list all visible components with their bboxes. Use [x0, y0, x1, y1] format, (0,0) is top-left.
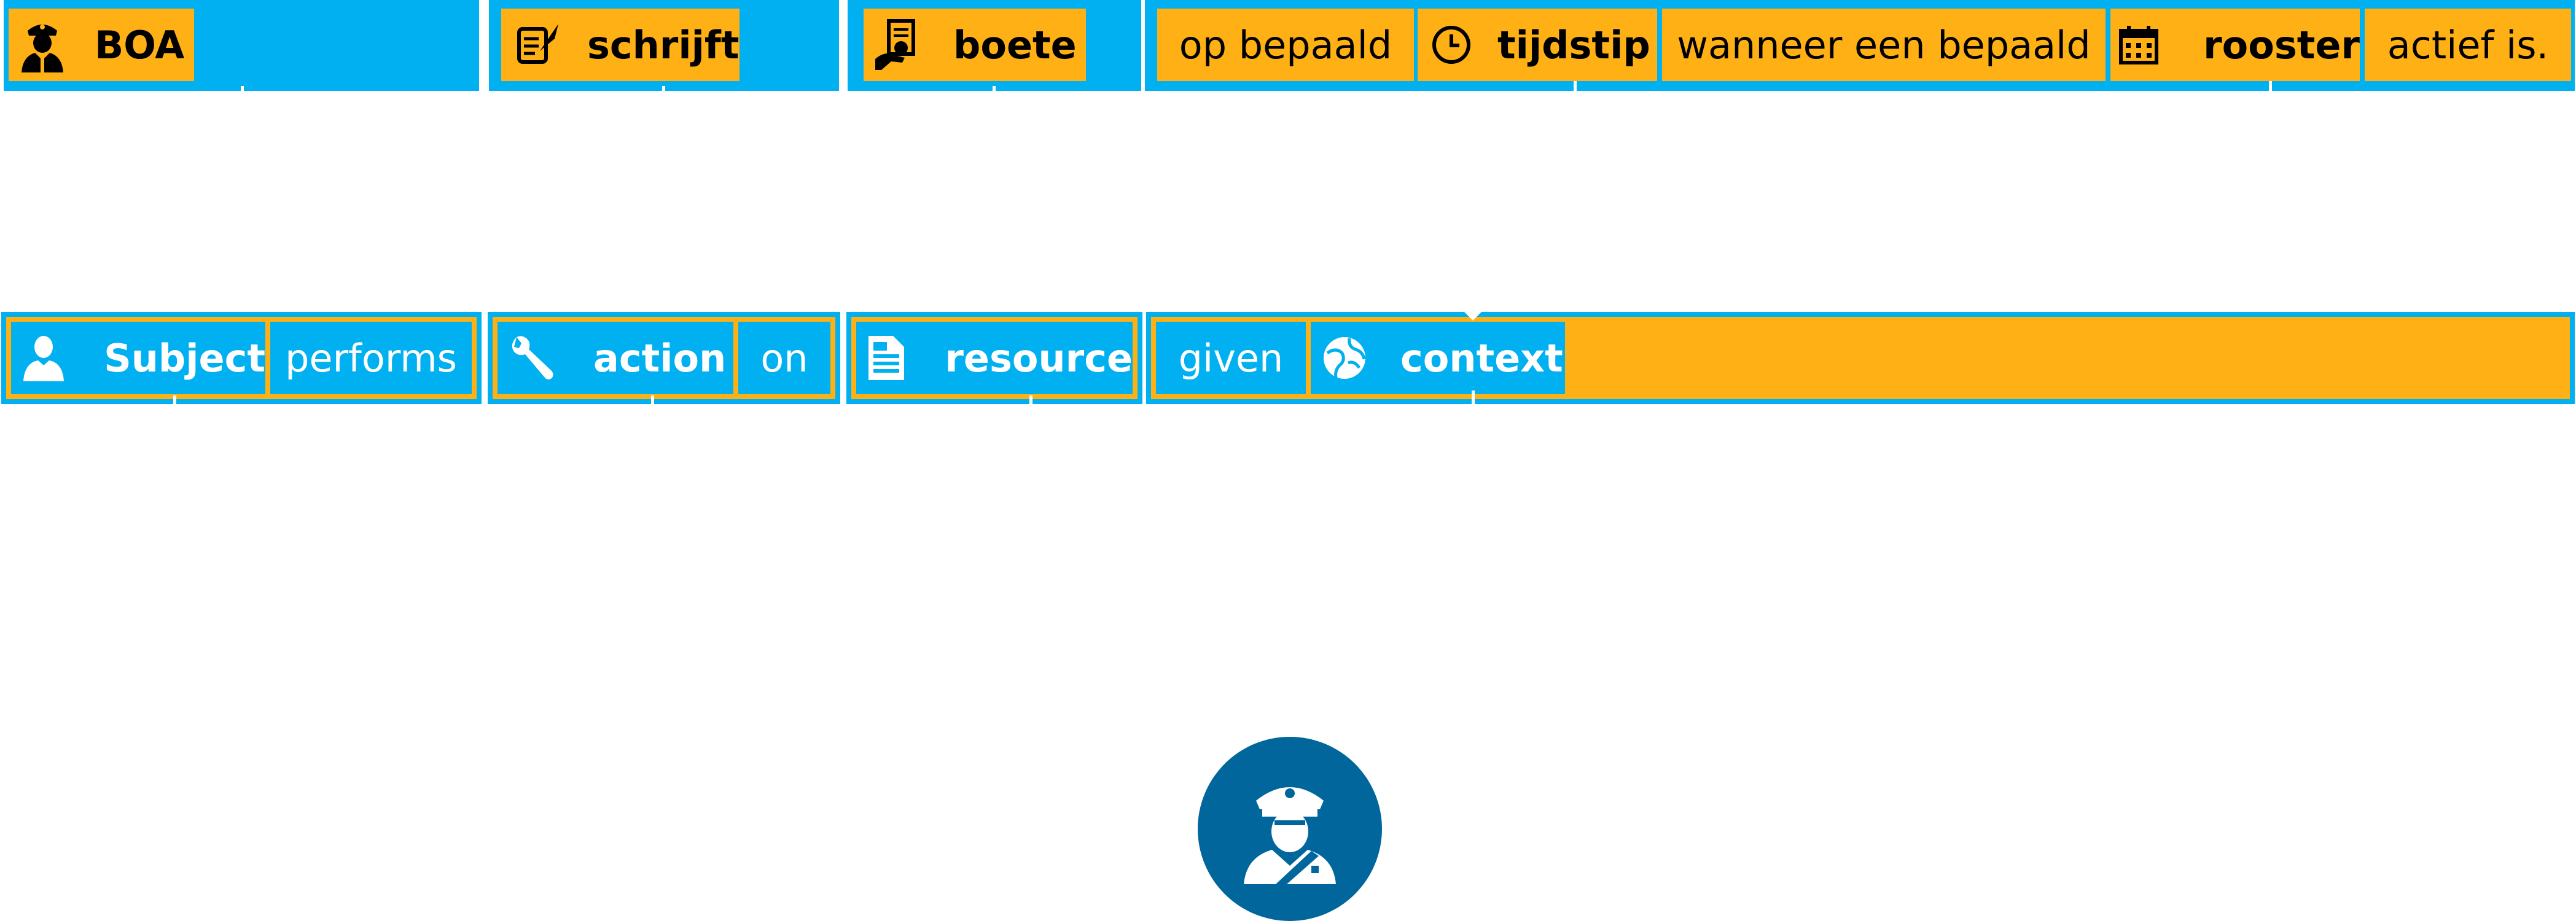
police-officer-badge — [1198, 737, 1382, 921]
clock-icon — [1418, 23, 1485, 66]
subject-label: Subject — [104, 335, 265, 381]
resource-label: resource — [945, 335, 1133, 381]
person-icon — [11, 335, 76, 381]
document-icon — [856, 333, 916, 383]
given-text: given — [1178, 335, 1284, 381]
performs-chip: performs — [270, 322, 472, 394]
rooster-label: rooster — [2203, 22, 2360, 68]
schrijft-chip: schrijft — [501, 9, 740, 81]
wanneer-text: wanneer een bepaald — [1677, 22, 2091, 68]
connector — [241, 86, 244, 91]
rooster-chip: rooster — [2110, 9, 2360, 81]
boa-label: BOA — [95, 22, 185, 68]
op-bepaald-chip: op bepaald — [1157, 9, 1414, 81]
boete-chip: boete — [864, 9, 1086, 81]
connector-arrow — [1463, 311, 1483, 321]
wanneer-chip: wanneer een bepaald — [1662, 9, 2106, 81]
calendar-icon — [2110, 23, 2166, 66]
subject-chip: Subject — [11, 322, 265, 394]
officer-icon — [9, 17, 76, 72]
given-chip: given — [1156, 322, 1306, 394]
connector — [662, 86, 665, 91]
connector — [2269, 81, 2272, 91]
connector — [1029, 395, 1032, 404]
connector — [1574, 81, 1577, 91]
fine-ticket-icon — [864, 18, 931, 71]
connector — [1472, 391, 1475, 404]
quill-scroll-icon — [501, 20, 569, 69]
connector — [173, 395, 176, 404]
globe-icon — [1311, 335, 1378, 381]
action-chip: action — [498, 322, 733, 394]
connector — [993, 86, 996, 91]
boa-chip: BOA — [9, 9, 194, 81]
performs-text: performs — [285, 335, 457, 381]
resource-chip: resource — [856, 322, 1133, 394]
op-bepaald-text: op bepaald — [1179, 22, 1392, 68]
actief-chip: actief is. — [2365, 9, 2571, 81]
context-label: context — [1400, 335, 1563, 381]
actief-text: actief is. — [2387, 22, 2549, 68]
connector — [651, 395, 654, 404]
context-chip: context — [1311, 322, 1565, 394]
boete-label: boete — [953, 22, 1077, 68]
on-chip: on — [738, 322, 830, 394]
action-label: action — [593, 335, 727, 381]
tijdstip-label: tijdstip — [1497, 22, 1650, 68]
on-text: on — [760, 335, 808, 381]
schrijft-label: schrijft — [587, 22, 740, 68]
tijdstip-chip: tijdstip — [1418, 9, 1657, 81]
wrench-icon — [498, 335, 565, 381]
police-officer-icon — [1244, 787, 1336, 884]
